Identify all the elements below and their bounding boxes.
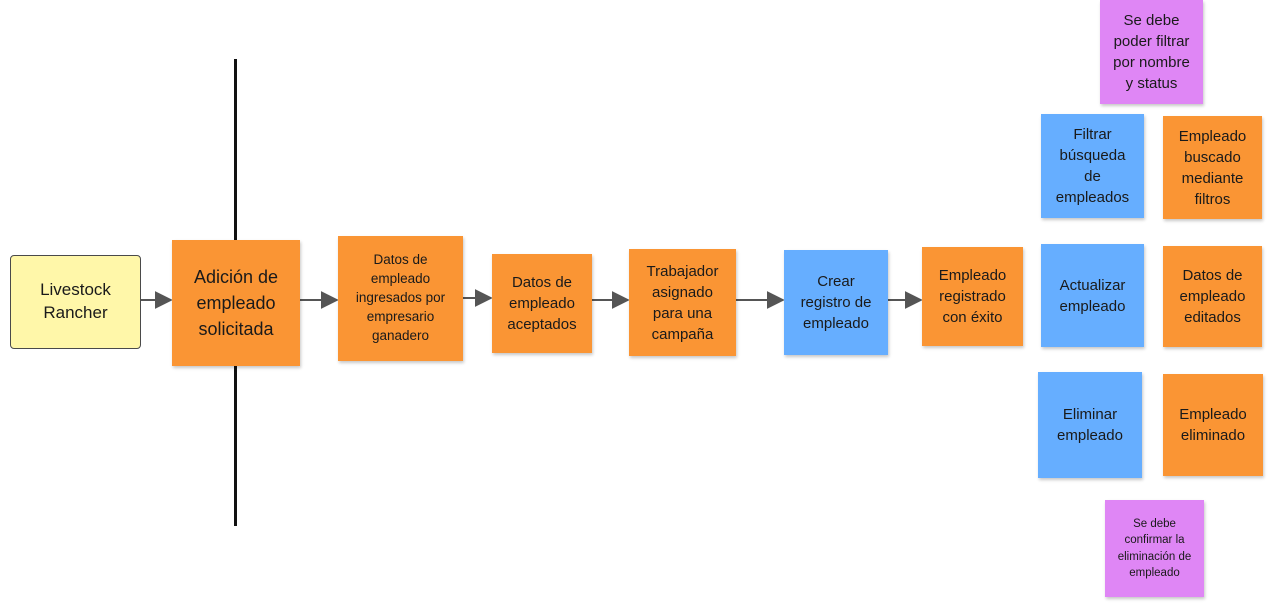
policy-label: Se debe confirmar la eliminación de empl… [1117, 518, 1192, 579]
event-label: Adición de empleado solicitada [193, 266, 279, 340]
command-update-employee[interactable]: Actualizar empleado [1041, 244, 1144, 347]
actor-label: Livestock Rancher [40, 280, 111, 322]
event-label: Datos de empleado ingresados por empresa… [355, 252, 446, 343]
event-label: Datos de empleado aceptados [507, 274, 577, 333]
event-label: Empleado buscado mediante filtros [1178, 127, 1247, 208]
event-employee-addition-requested[interactable]: Adición de empleado solicitada [172, 240, 300, 366]
command-label: Eliminar empleado [1057, 406, 1123, 444]
policy-filter-by-name-and-status[interactable]: Se debe poder filtrar por nombre y statu… [1100, 0, 1203, 104]
event-employee-data-entered[interactable]: Datos de empleado ingresados por empresa… [338, 236, 463, 361]
event-employee-registered-successfully[interactable]: Empleado registrado con éxito [922, 247, 1023, 346]
command-delete-employee[interactable]: Eliminar empleado [1038, 372, 1142, 478]
event-employee-searched-by-filters[interactable]: Empleado buscado mediante filtros [1163, 116, 1262, 219]
command-create-employee-record[interactable]: Crear registro de empleado [784, 250, 888, 355]
event-worker-assigned-to-campaign[interactable]: Trabajador asignado para una campaña [629, 249, 736, 356]
policy-label: Se debe poder filtrar por nombre y statu… [1113, 12, 1190, 92]
policy-confirm-employee-deletion[interactable]: Se debe confirmar la eliminación de empl… [1105, 500, 1204, 597]
event-label: Empleado eliminado [1179, 406, 1247, 444]
event-label: Trabajador asignado para una campaña [646, 262, 719, 343]
event-employee-deleted[interactable]: Empleado eliminado [1163, 374, 1263, 476]
command-label: Filtrar búsqueda de empleados [1055, 126, 1130, 206]
event-employee-data-edited[interactable]: Datos de empleado editados [1163, 246, 1262, 347]
command-label: Actualizar empleado [1059, 276, 1126, 315]
event-label: Datos de empleado editados [1179, 267, 1246, 326]
actor-livestock-rancher[interactable]: Livestock Rancher [10, 255, 141, 349]
event-label: Empleado registrado con éxito [938, 267, 1007, 326]
command-label: Crear registro de empleado [800, 273, 872, 332]
top-divider-line [234, 59, 237, 240]
bottom-divider-line [234, 366, 237, 526]
event-employee-data-accepted[interactable]: Datos de empleado aceptados [492, 254, 592, 353]
command-filter-employee-search[interactable]: Filtrar búsqueda de empleados [1041, 114, 1144, 218]
